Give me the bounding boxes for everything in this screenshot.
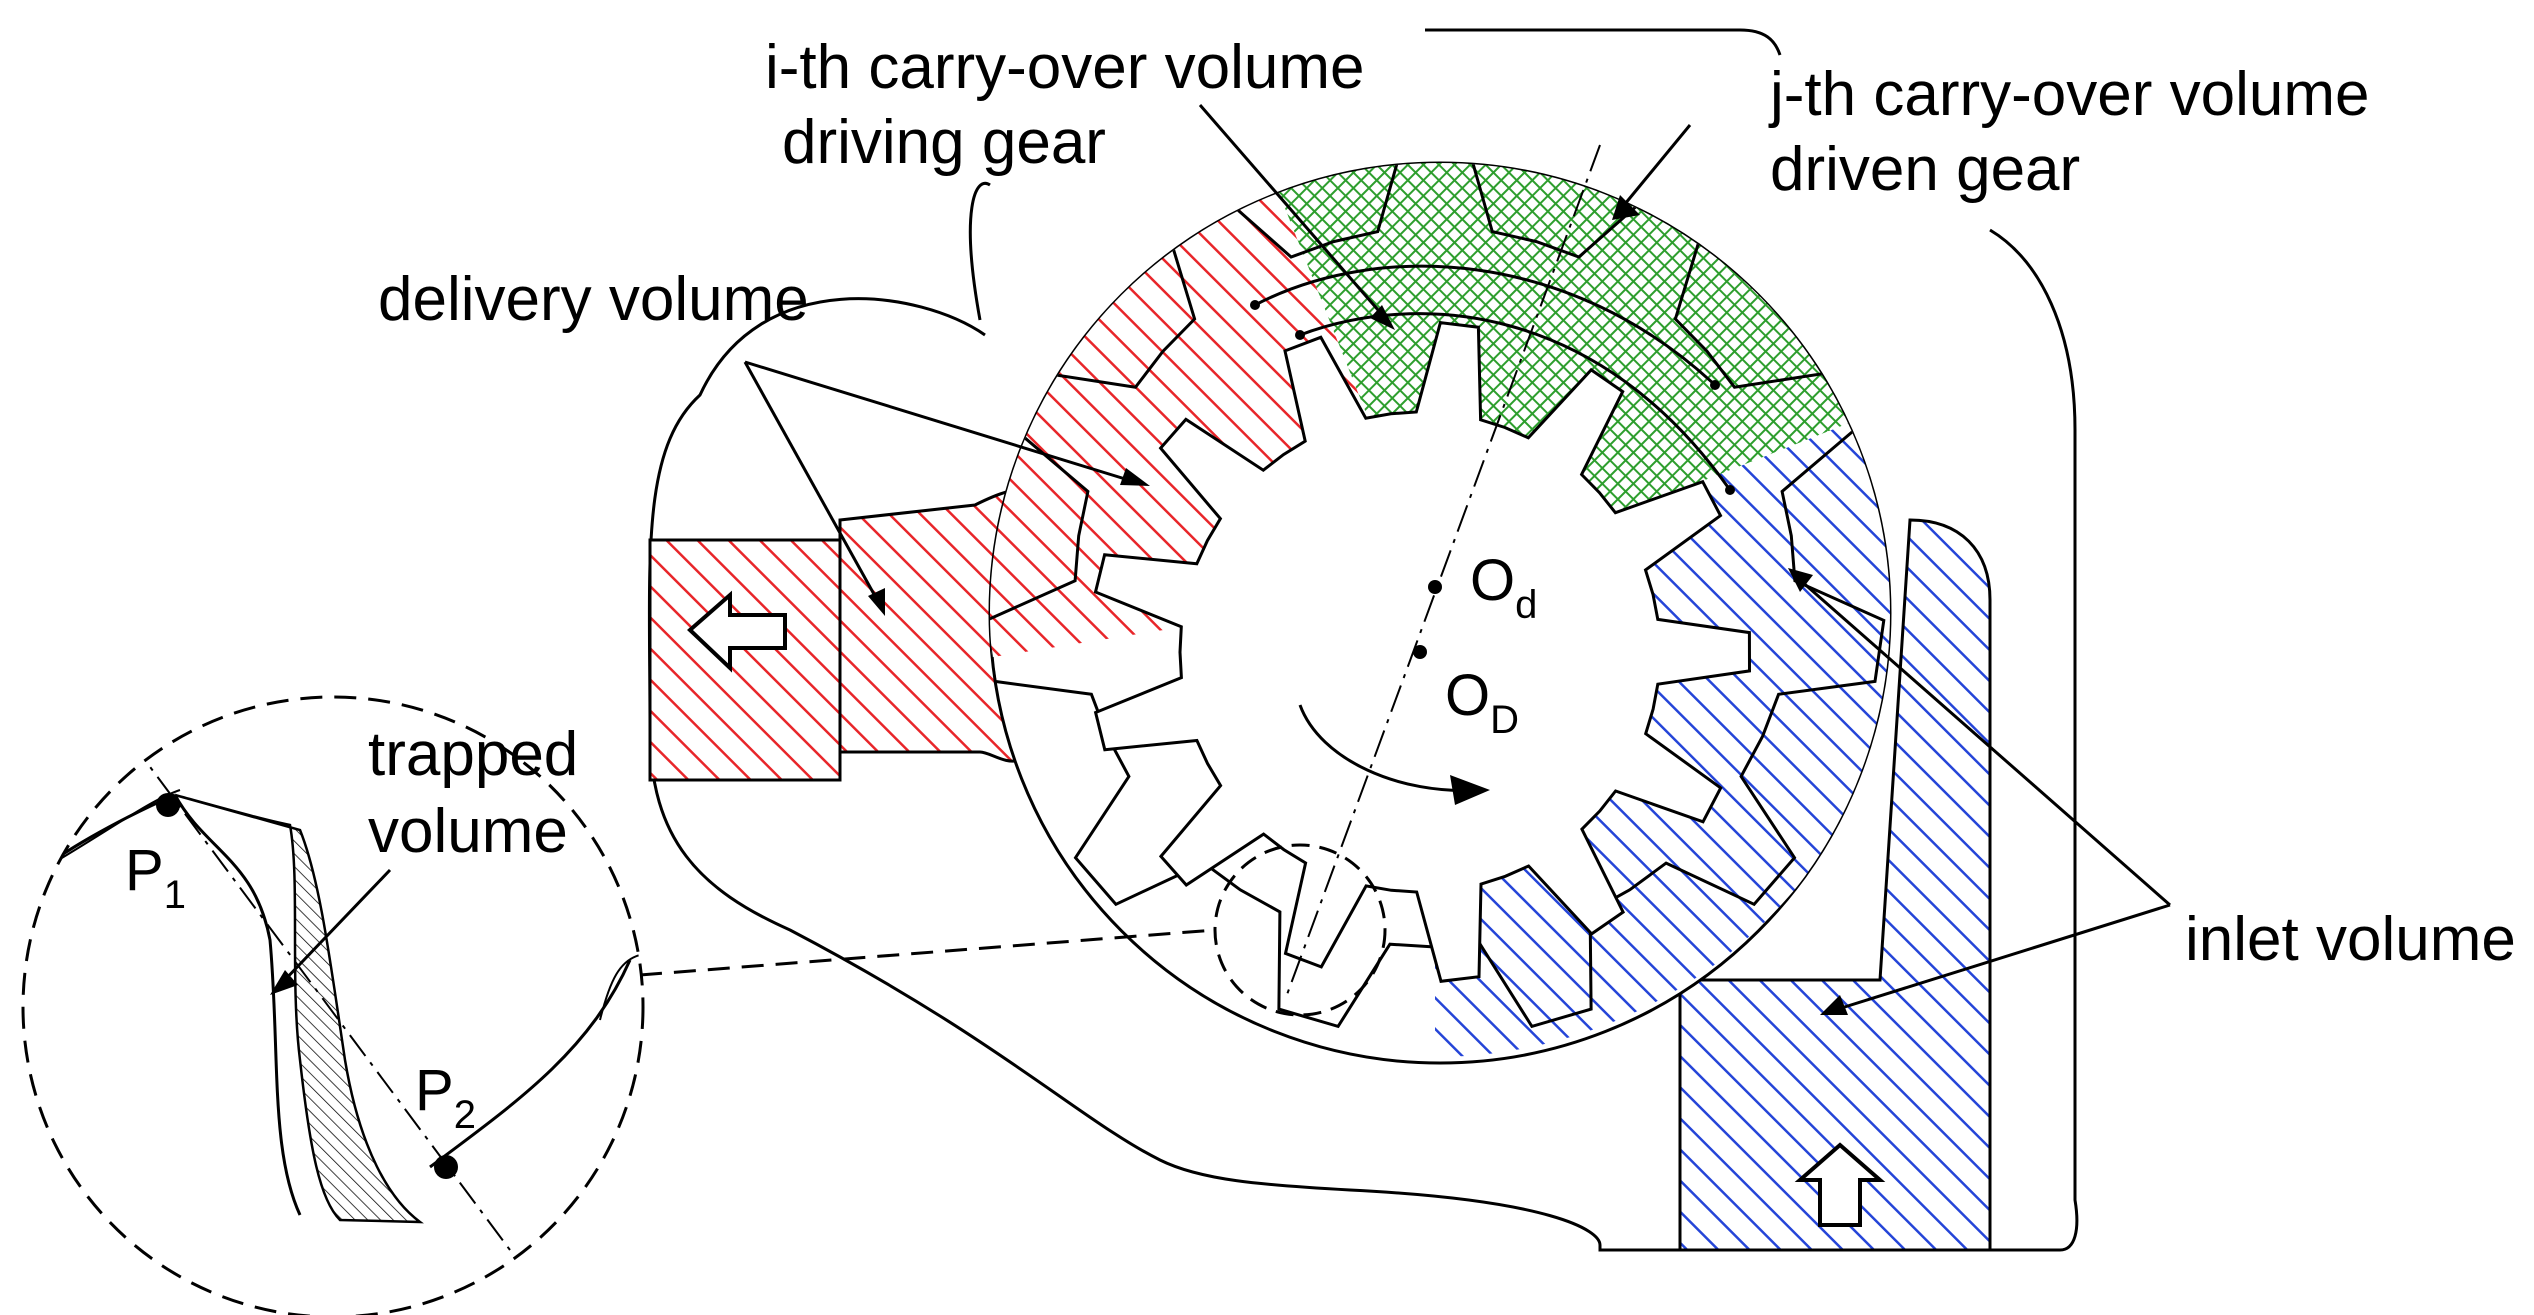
- driven-gear-outline: [990, 163, 1886, 1029]
- gear-center-line: [1284, 144, 1601, 1001]
- j-carry-over-label-line1: j-th carry-over volume: [1768, 60, 2369, 129]
- inlet-arrow-icon: [1794, 1142, 1886, 1227]
- driven-center-label: Od: [1470, 548, 1537, 627]
- driven-center-dot: [1428, 580, 1442, 594]
- crescent-arc-outer: [1254, 264, 1717, 387]
- i-carry-over-label-line1: i-th carry-over volume: [765, 33, 1364, 102]
- detail-leader: [639, 928, 1216, 977]
- leader-arrowheads: [270, 195, 1848, 1015]
- pump-housing: [647, 28, 2079, 1252]
- driving-center-label: OD: [1445, 663, 1519, 742]
- leader-lines: [278, 104, 2171, 1012]
- trapped-volume-label-line2: volume: [368, 797, 568, 866]
- delivery-volume-label: delivery volume: [378, 265, 809, 334]
- outlet-arrow-icon: [687, 590, 787, 673]
- trapped-volume-detail: P1 P2: [21, 695, 645, 1315]
- inlet-volume-label: inlet volume: [2185, 905, 2516, 974]
- point-p2-dot: [434, 1155, 458, 1179]
- delivery-port: [648, 488, 1022, 782]
- point-p1-dot: [156, 793, 180, 817]
- detail-zoom-marker: [1213, 843, 1387, 1017]
- trapped-volume-label-line1: trapped: [368, 720, 578, 789]
- contact-dots: [1250, 300, 1735, 495]
- crescent-arc-inner: [1299, 312, 1732, 491]
- point-p2-label: P2: [415, 1058, 476, 1137]
- inlet-port: [1678, 518, 1992, 1252]
- rotation-arrow-icon: [1298, 704, 1490, 805]
- point-p1-label: P1: [125, 838, 186, 917]
- driving-center-dot: [1413, 645, 1427, 659]
- i-carry-over-label-line2: driving gear: [782, 108, 1106, 177]
- j-carry-over-label-line2: driven gear: [1770, 135, 2080, 204]
